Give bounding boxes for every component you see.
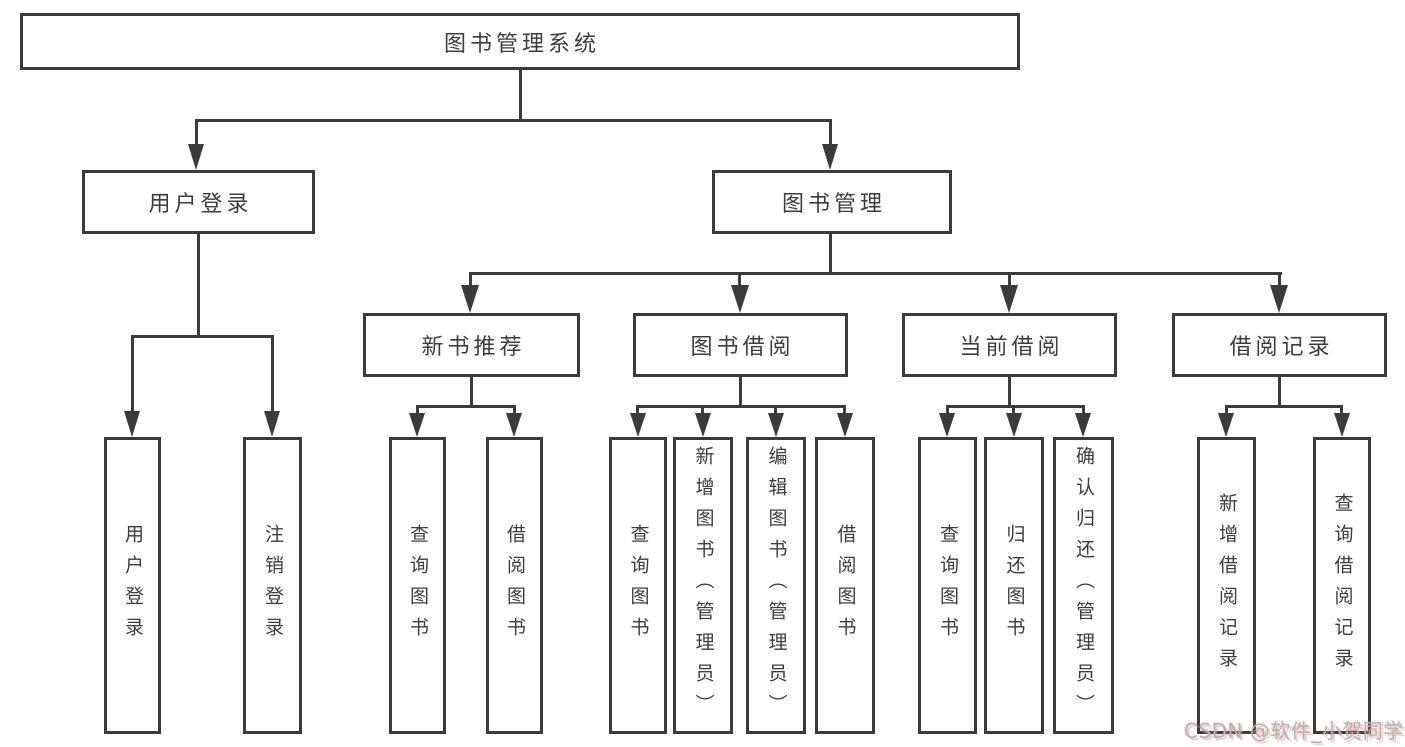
connector-line [1340, 405, 1343, 417]
arrow-down-icon [822, 144, 838, 170]
connector-line [636, 405, 846, 408]
leaf-query-books-recommend: 查询图书 [389, 437, 446, 734]
arrow-down-icon [506, 413, 522, 437]
node-new-book-recommendation: 新书推荐 [363, 313, 580, 377]
connector-line [469, 272, 472, 288]
connector-line [197, 234, 200, 338]
leaf-add-books-admin: 新增图书（管理员） [673, 437, 733, 734]
connector-line [1278, 272, 1281, 288]
leaf-borrow-books: 借阅图书 [815, 437, 875, 734]
connector-line [1008, 377, 1011, 407]
arrow-down-icon [124, 411, 140, 437]
connector-line [469, 272, 1282, 275]
connector-line [271, 335, 274, 413]
connector-line [519, 70, 522, 122]
arrow-down-icon [768, 413, 784, 437]
arrow-down-icon [1218, 413, 1234, 437]
node-book-management: 图书管理 [712, 170, 952, 234]
leaf-user-login: 用户登录 [104, 437, 161, 734]
leaf-logout: 注销登录 [243, 437, 302, 734]
connector-line [829, 119, 832, 147]
connector-line [843, 405, 846, 417]
node-library-management-system: 图书管理系统 [20, 13, 1020, 70]
arrow-down-icon [1334, 413, 1350, 437]
node-book-borrowing: 图书借阅 [633, 313, 848, 377]
node-current-borrowing: 当前借阅 [902, 313, 1117, 377]
leaf-query-books-borrowing: 查询图书 [609, 437, 667, 734]
connector-line [1225, 405, 1228, 417]
arrow-down-icon [461, 285, 479, 313]
arrow-down-icon [695, 413, 711, 437]
connector-line [946, 405, 1085, 408]
connector-line [195, 119, 198, 147]
connector-line [701, 405, 704, 417]
connector-line [1012, 405, 1015, 417]
connector-line [1008, 272, 1011, 288]
arrow-down-icon [939, 413, 955, 437]
node-borrowing-records: 借阅记录 [1172, 313, 1387, 377]
arrow-down-icon [1000, 285, 1018, 313]
csdn-watermark: CSDN @软件_小贺同学 [1184, 719, 1404, 743]
connector-line [470, 377, 473, 407]
connector-line [738, 272, 741, 288]
connector-line [774, 405, 777, 417]
arrow-down-icon [188, 144, 204, 170]
arrow-down-icon [837, 413, 853, 437]
connector-line [416, 405, 419, 417]
arrow-down-icon [1270, 285, 1288, 313]
leaf-edit-books-admin: 编辑图书（管理员） [746, 437, 806, 734]
connector-line [1082, 405, 1085, 417]
arrow-down-icon [409, 413, 425, 437]
leaf-query-borrow-record: 查询借阅记录 [1313, 437, 1371, 734]
arrow-down-icon [1006, 413, 1022, 437]
connector-line [416, 405, 516, 408]
leaf-query-books-current: 查询图书 [918, 437, 977, 734]
connector-line [1278, 377, 1281, 407]
leaf-confirm-return-admin: 确认归还（管理员） [1053, 437, 1114, 734]
leaf-borrow-books-recommend: 借阅图书 [486, 437, 543, 734]
connector-line [829, 234, 832, 275]
connector-line [513, 405, 516, 417]
connector-line [131, 335, 134, 413]
arrow-down-icon [1075, 413, 1091, 437]
arrow-down-icon [264, 411, 280, 437]
arrow-down-icon [630, 413, 646, 437]
connector-line [946, 405, 949, 417]
arrow-down-icon [731, 285, 749, 313]
node-user-login: 用户登录 [82, 170, 315, 234]
leaf-return-books: 归还图书 [984, 437, 1044, 734]
connector-line [195, 119, 832, 122]
connector-line [739, 377, 742, 407]
connector-line [131, 335, 274, 338]
connector-line [636, 405, 639, 417]
leaf-add-borrow-record: 新增借阅记录 [1197, 437, 1256, 734]
connector-line [1225, 405, 1343, 408]
